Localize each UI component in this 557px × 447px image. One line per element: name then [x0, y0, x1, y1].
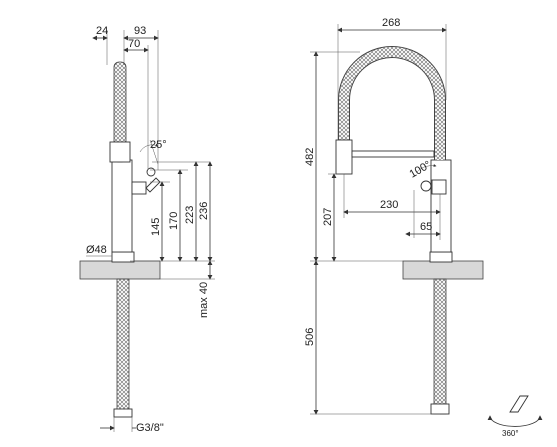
dim-24: 24 [96, 25, 108, 37]
base-ring-right [429, 251, 453, 263]
dim-230: 230 [380, 199, 398, 211]
dim-93: 93 [134, 25, 146, 37]
dim-236: 236 [198, 202, 210, 220]
dim-223: 223 [184, 206, 196, 224]
dim-482: 482 [304, 148, 316, 166]
hose-nut-right [430, 403, 450, 415]
spring-arc-right [339, 47, 445, 160]
lever-angle-line [149, 139, 159, 165]
lever-left [131, 167, 161, 195]
dim-268: 268 [382, 17, 400, 29]
dim-70: 70 [128, 38, 140, 50]
dim-506: 506 [304, 328, 316, 346]
dim-diameter-48: Ø48 [86, 244, 107, 256]
angle-25: 25° [150, 139, 167, 151]
dim-207: 207 [322, 208, 334, 226]
supply-hose-left [116, 278, 130, 415]
rotation-label: 360° [502, 429, 519, 438]
left-side-view: 24 93 70 25° 145 170 223 236 Ø48 max 40 … [79, 25, 215, 434]
thread-spec: G3/8" [136, 422, 164, 434]
lever-right [420, 179, 447, 195]
faucet-body-right [430, 159, 452, 253]
spout-head-right [335, 139, 353, 175]
angle-100: 100° [408, 159, 434, 181]
spout-arm-right [351, 150, 435, 158]
dim-145: 145 [150, 218, 162, 236]
supply-hose-right [433, 278, 447, 415]
dim-170: 170 [168, 212, 180, 230]
countertop-plate-right [402, 260, 484, 280]
right-front-view: 100° 268 482 207 230 65 506 [304, 17, 484, 415]
faucet-body-left [111, 159, 133, 253]
dim-65: 65 [420, 221, 432, 233]
hose-nut-left [113, 408, 133, 418]
spout-holder-left [109, 141, 131, 163]
rotation-360-icon: 360° [487, 395, 543, 438]
countertop-plate-left [79, 260, 161, 280]
base-ring-left [111, 251, 135, 263]
dim-max-40: max 40 [198, 282, 210, 318]
